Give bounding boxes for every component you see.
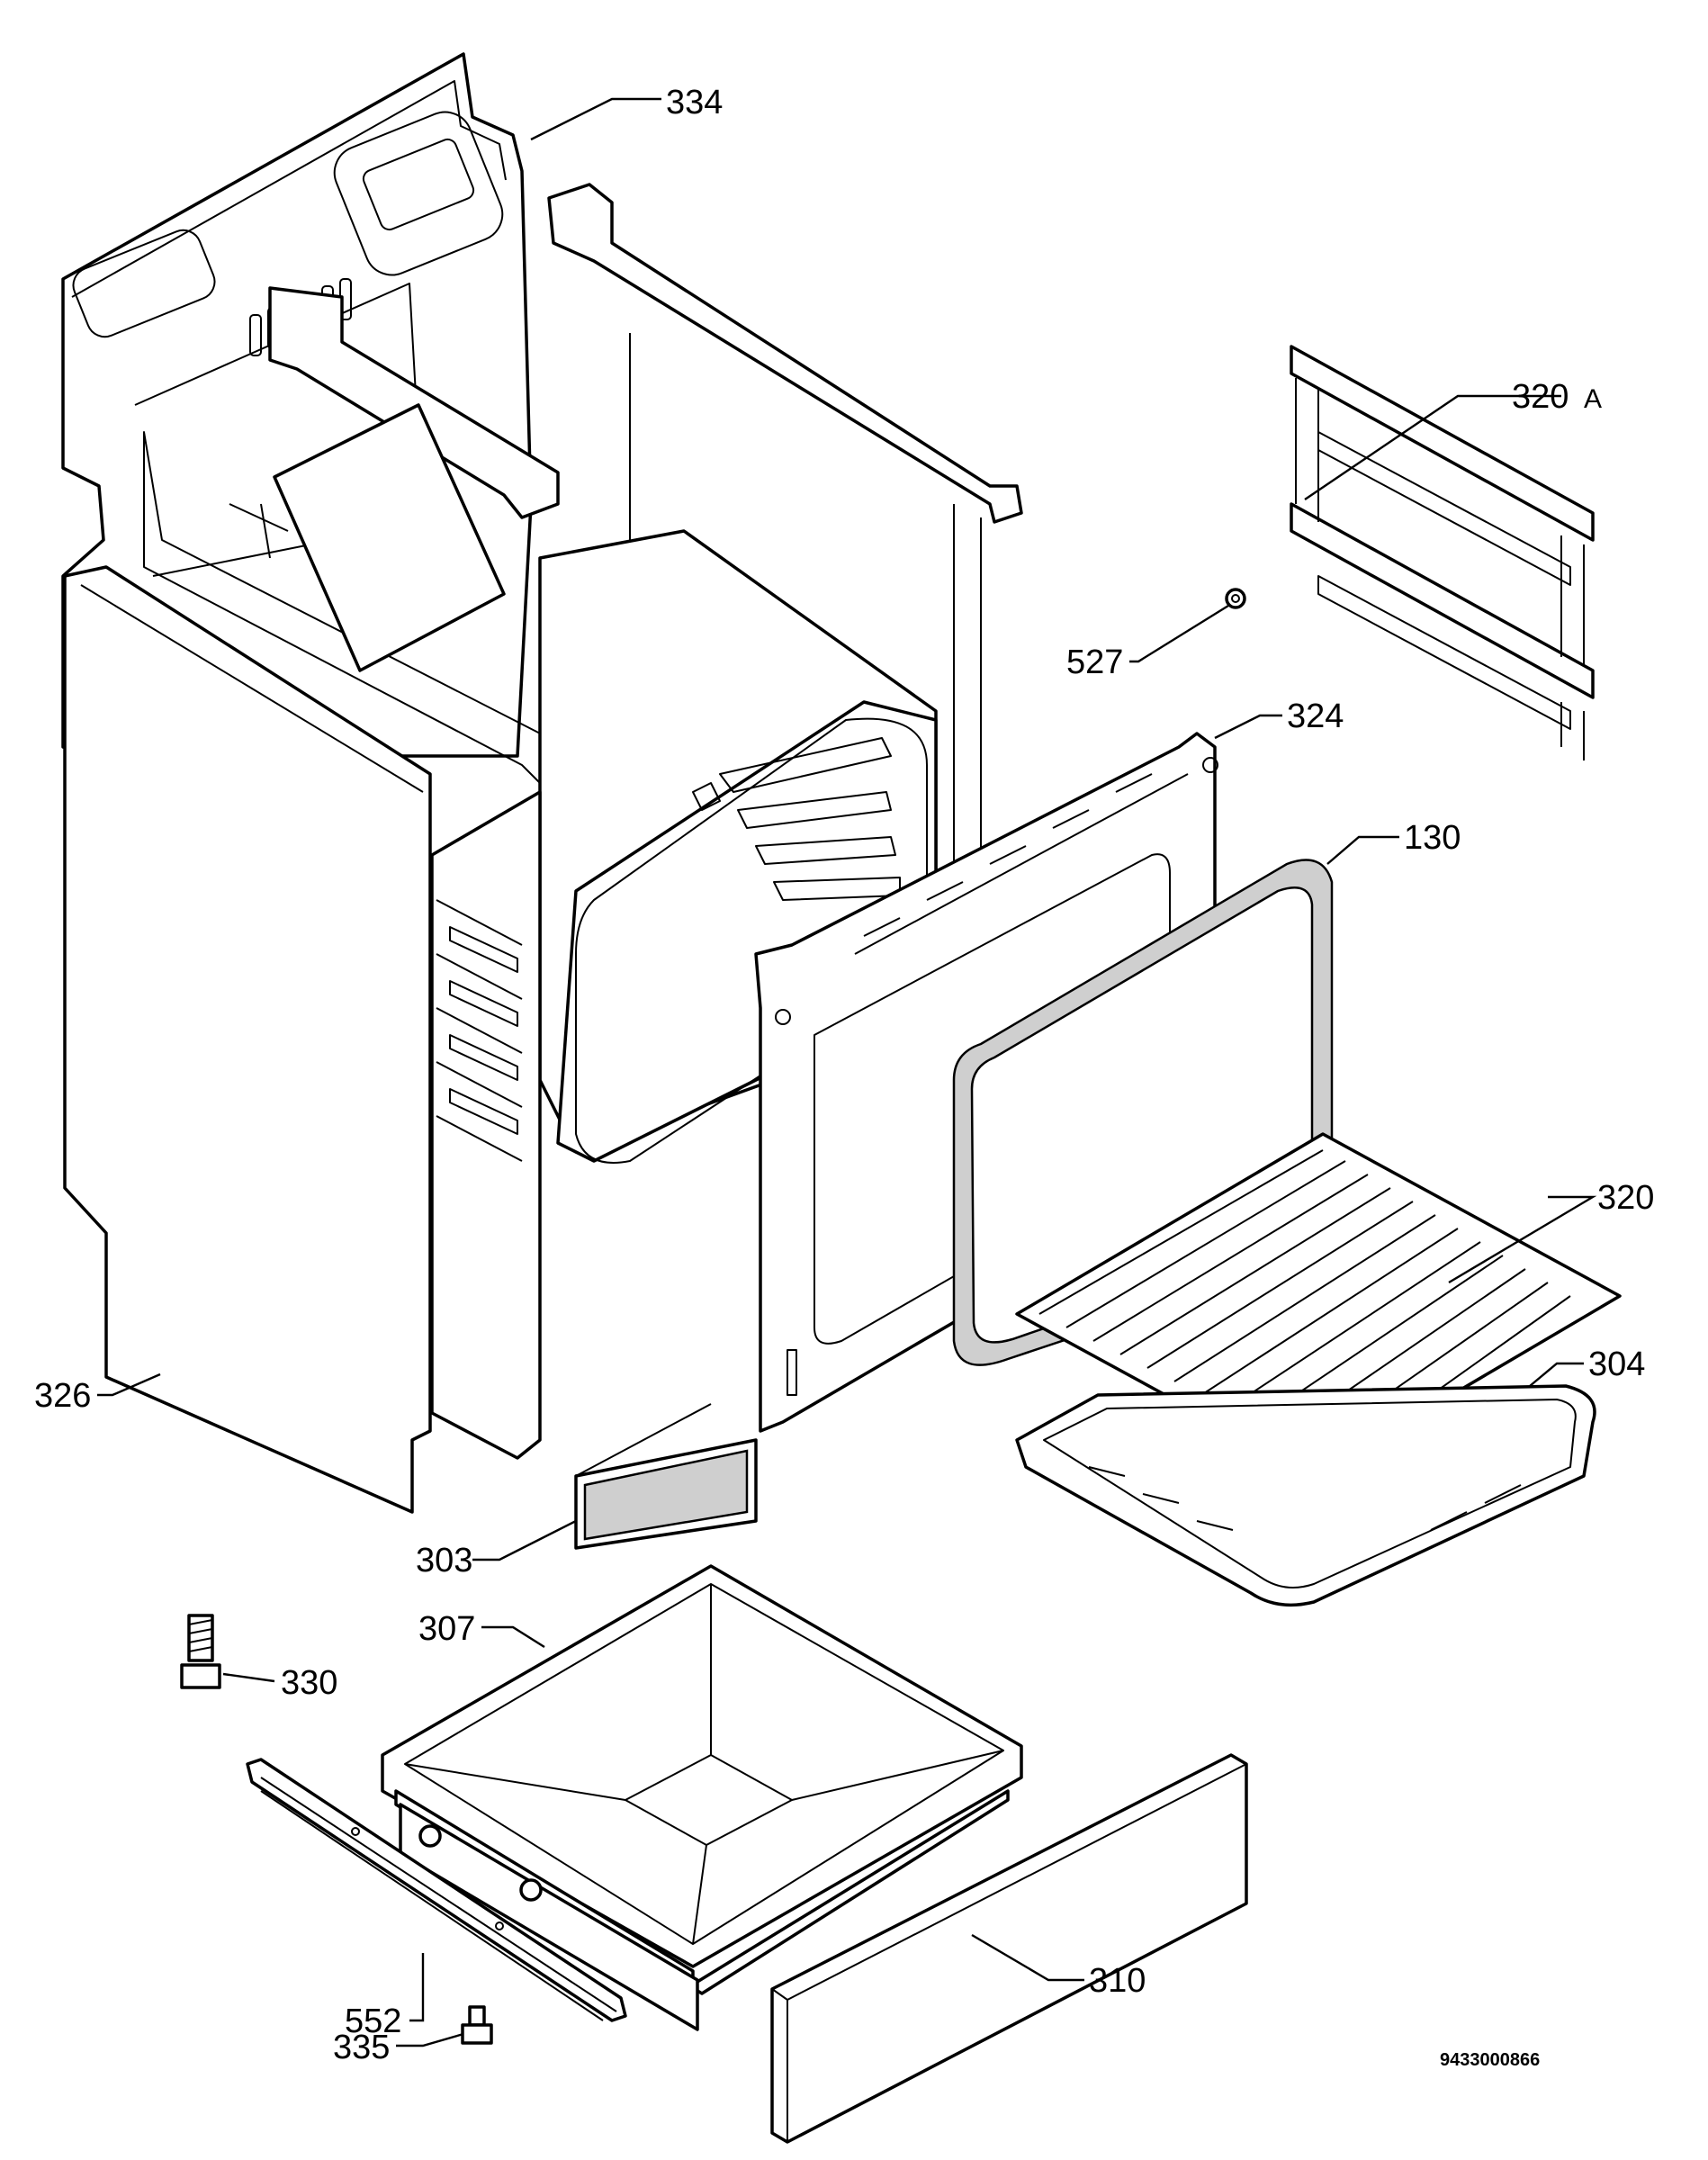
label-130: 130 [1404,819,1461,857]
filter-drawing [574,1403,758,1550]
small-screw-drawing [1225,588,1246,609]
label-307: 307 [418,1610,475,1648]
label-320: 320 [1597,1179,1654,1217]
label-310: 310 [1089,1962,1146,2000]
screw-drawing [461,2005,493,2045]
shelf-support-drawing [1290,345,1595,760]
label-303: 303 [416,1542,472,1580]
part-labels: 334 320 A 527 324 130 320 304 326 303 30… [34,84,1654,2070]
drawer-front-drawing [770,1753,1248,2144]
leader-lines [97,97,1597,2048]
label-326: 326 [34,1377,91,1415]
label-324: 324 [1287,698,1344,735]
label-304: 304 [1588,1346,1645,1383]
label-330: 330 [281,1664,337,1702]
label-320a: 320 A [1512,378,1602,416]
bolt-drawing [180,1614,221,1689]
side-panel-drawing [63,565,432,1514]
label-335: 335 [333,2029,390,2066]
label-334: 334 [666,84,723,122]
oven-frame-drawing [143,183,1023,990]
drawer-rail-drawing [246,1758,627,2022]
label-552: 552 [345,2002,401,2040]
baking-tray-drawing [1015,1384,1596,1607]
drawing-code: 9433000866 [1440,2050,1540,2070]
label-527: 527 [1066,644,1123,681]
storage-drawer-drawing [381,1564,1023,2031]
